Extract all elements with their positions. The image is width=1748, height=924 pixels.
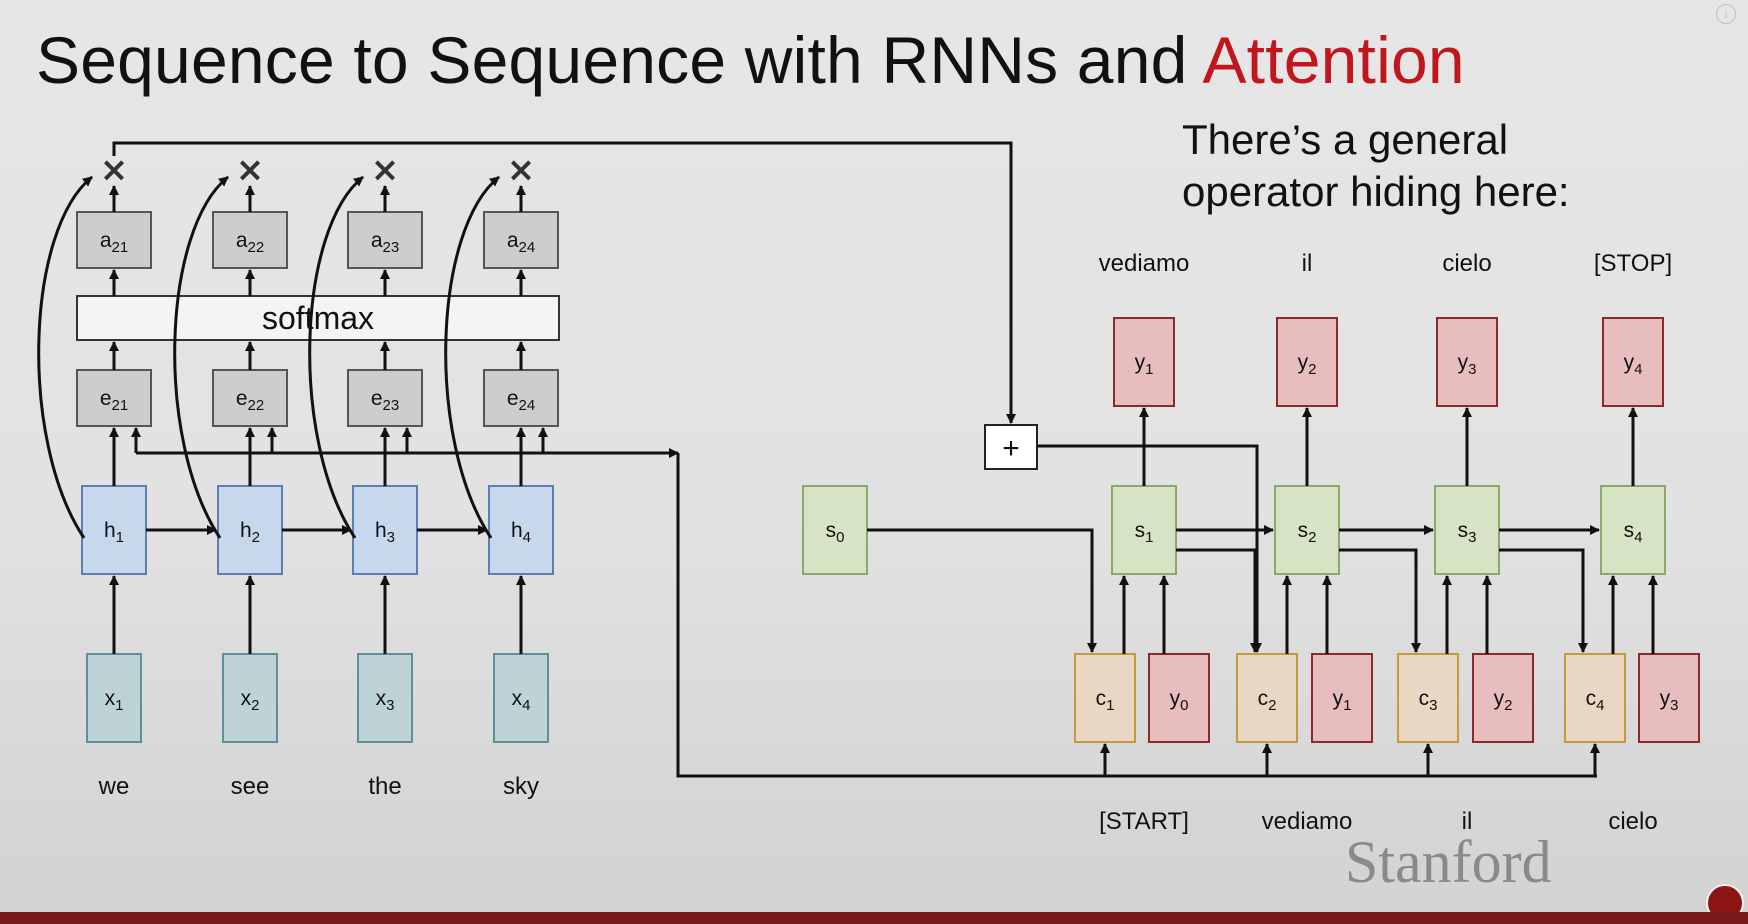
context-node-3: c3 bbox=[1397, 653, 1459, 743]
bottom-bar bbox=[0, 912, 1748, 924]
decoder-input-word-1: [START] bbox=[1099, 808, 1189, 835]
score-node-4: e24 bbox=[483, 369, 559, 427]
decoder-input-word-3: il bbox=[1462, 808, 1473, 835]
state-node-4: s4 bbox=[1600, 485, 1666, 575]
input-node-2: x2 bbox=[222, 653, 278, 743]
hidden-node-4: h4 bbox=[488, 485, 554, 575]
edge-s-to-next-c-3 bbox=[1499, 548, 1588, 653]
state-node-3: s3 bbox=[1434, 485, 1500, 575]
input-node-1: x1 bbox=[86, 653, 142, 743]
source-word-3: the bbox=[368, 773, 401, 800]
multiply-icon-4: × bbox=[507, 150, 536, 190]
source-word-4: sky bbox=[503, 773, 539, 800]
edge-add-to-c2 bbox=[1037, 444, 1262, 653]
slide-title: Sequence to Sequence with RNNs and Atten… bbox=[36, 22, 1465, 98]
title-main: Sequence to Sequence with RNNs and bbox=[36, 23, 1188, 97]
source-word-1: we bbox=[98, 773, 130, 800]
state-node-2: s2 bbox=[1274, 485, 1340, 575]
weight-node-3: a23 bbox=[347, 211, 423, 269]
title-accent: Attention bbox=[1202, 23, 1465, 97]
output-node-1: y1 bbox=[1113, 317, 1175, 407]
score-node-1: e21 bbox=[76, 369, 152, 427]
source-word-2: see bbox=[231, 773, 270, 800]
decoder-input-word-2: vediamo bbox=[1262, 808, 1353, 835]
edge-s-to-next-c-2 bbox=[1339, 548, 1421, 653]
softmax-box bbox=[76, 295, 560, 341]
multiply-icon-1: × bbox=[100, 150, 129, 190]
weight-node-2: a22 bbox=[212, 211, 288, 269]
decoder-input-word-4: cielo bbox=[1608, 808, 1657, 835]
edge-s0-to-s1 bbox=[867, 528, 1097, 653]
prev-output-node-4: y3 bbox=[1638, 653, 1700, 743]
caption-line-1: There’s a general bbox=[1182, 116, 1509, 163]
output-node-2: y2 bbox=[1276, 317, 1338, 407]
output-node-3: y3 bbox=[1436, 317, 1498, 407]
multiply-icon-2: × bbox=[236, 150, 265, 190]
add-operator bbox=[984, 424, 1038, 470]
context-node-1: c1 bbox=[1074, 653, 1136, 743]
edge-h-to-multiply-1 bbox=[37, 175, 93, 539]
score-node-2-label: e22 bbox=[236, 387, 264, 414]
edge-context-bus bbox=[676, 453, 1597, 778]
input-node-3: x3 bbox=[357, 653, 413, 743]
edge-h-to-multiply-2 bbox=[173, 175, 229, 539]
caption: There’s a general operator hiding here: bbox=[1182, 114, 1570, 218]
target-word-4: [STOP] bbox=[1594, 250, 1672, 277]
prev-output-node-1: y0 bbox=[1148, 653, 1210, 743]
target-word-2: il bbox=[1302, 250, 1313, 277]
input-node-4: x4 bbox=[493, 653, 549, 743]
prev-output-node-3: y2 bbox=[1472, 653, 1534, 743]
hidden-node-3: h3 bbox=[352, 485, 418, 575]
edge-multiply-to-add bbox=[112, 141, 1016, 424]
target-word-1: vediamo bbox=[1099, 250, 1190, 277]
edge-h-to-multiply-4 bbox=[444, 175, 500, 539]
softmax-label: softmax bbox=[262, 300, 374, 336]
weight-node-4: a24 bbox=[483, 211, 559, 269]
diagram-nodes: x1 h1 e21 a21 x2 h2 e22 a22 x3 h3 e23 a23 x4 h4 e24 a24… bbox=[76, 211, 1700, 743]
hidden-node-1: h1 bbox=[81, 485, 147, 575]
score-node-2: e22 bbox=[212, 369, 288, 427]
diagram-words: we × see × the × sky × vediamo [START] il vediamo ci… bbox=[98, 150, 1672, 835]
weight-node-1: a21 bbox=[76, 211, 152, 269]
edge-s-to-next-c-1 bbox=[1176, 548, 1260, 653]
target-word-3: cielo bbox=[1442, 250, 1491, 277]
edge-h-to-multiply-3 bbox=[308, 175, 364, 539]
multiply-icon-3: × bbox=[371, 150, 400, 190]
prev-output-node-2: y1 bbox=[1311, 653, 1373, 743]
score-node-3: e23 bbox=[347, 369, 423, 427]
context-node-4: c4 bbox=[1564, 653, 1626, 743]
initial-state-node: s0 bbox=[802, 485, 868, 575]
state-node-1: s1 bbox=[1111, 485, 1177, 575]
stanford-wordmark: Stanford bbox=[1345, 829, 1552, 895]
info-icon[interactable]: i bbox=[1716, 4, 1736, 24]
hidden-node-2: h2 bbox=[217, 485, 283, 575]
output-node-4: y4 bbox=[1602, 317, 1664, 407]
diagram-edges bbox=[37, 141, 1658, 778]
context-node-2: c2 bbox=[1236, 653, 1298, 743]
add-symbol: + bbox=[1002, 432, 1020, 465]
caption-line-2: operator hiding here: bbox=[1182, 168, 1570, 215]
